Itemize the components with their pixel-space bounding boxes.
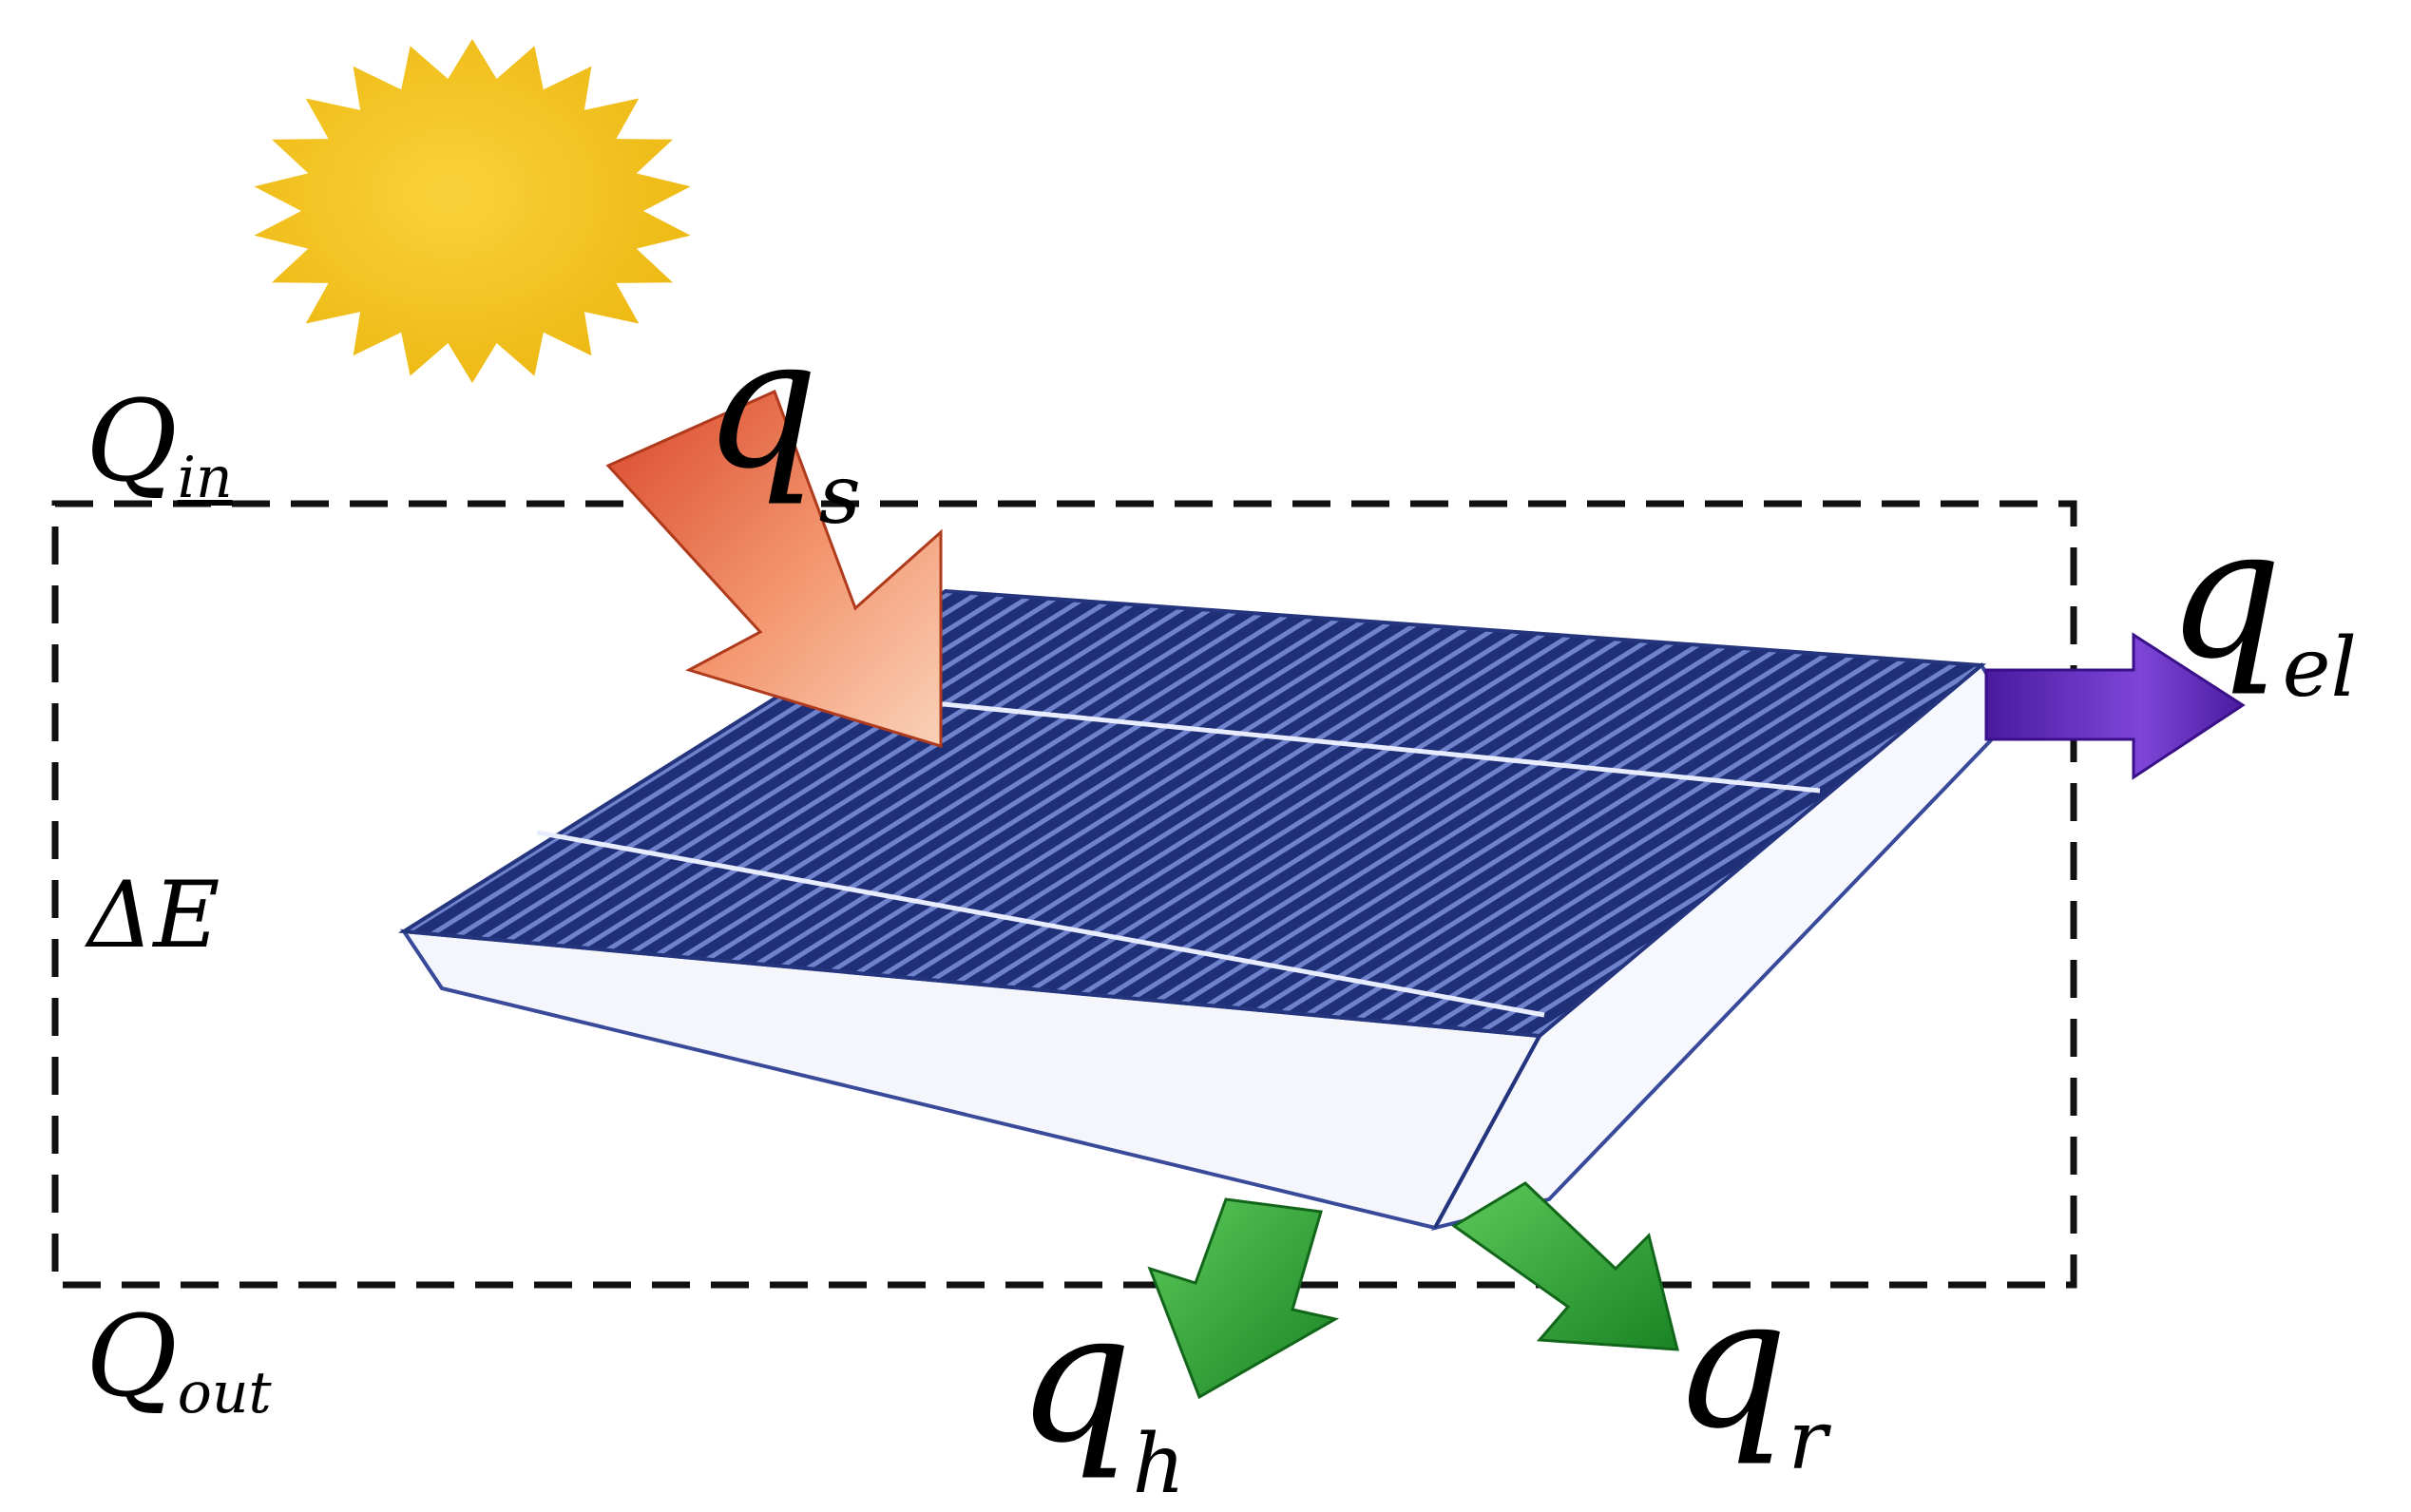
solar-panel-icon [397, 588, 2016, 1232]
sun-icon [254, 39, 691, 383]
radiation-loss-arrow [1451, 1181, 1679, 1351]
label-q-el-main: q [2167, 488, 2283, 699]
label-q-h-sub: h [1132, 1417, 1186, 1512]
label-q-r-sub: r [1788, 1393, 1827, 1488]
incoming-heat-arrow [605, 389, 943, 749]
label-q-s: qs [703, 314, 861, 537]
label-q-r-main: q [1673, 1258, 1789, 1468]
label-q-s-sub: s [818, 448, 861, 543]
label-Q-in-sub: in [177, 445, 233, 511]
electric-output-arrow [1984, 632, 2246, 780]
label-q-s-main: q [703, 298, 819, 508]
label-delta-E: ΔE [87, 870, 220, 961]
label-Q-in-main: Q [86, 375, 178, 507]
label-Q-in: Qin [86, 385, 233, 507]
label-q-h: qh [1017, 1288, 1185, 1506]
label-Q-out-main: Q [86, 1291, 178, 1422]
label-Q-out-sub: out [177, 1360, 272, 1426]
label-q-h-main: q [1017, 1273, 1133, 1483]
label-q-r: qr [1673, 1273, 1827, 1483]
label-Q-out: Qout [86, 1300, 272, 1422]
label-delta-E-text: ΔE [87, 862, 220, 968]
control-volume-boundary [51, 500, 2077, 1289]
label-q-el-sub: el [2282, 621, 2358, 716]
label-q-el: qel [2167, 504, 2357, 710]
heat-loss-arrow [1147, 1197, 1340, 1400]
